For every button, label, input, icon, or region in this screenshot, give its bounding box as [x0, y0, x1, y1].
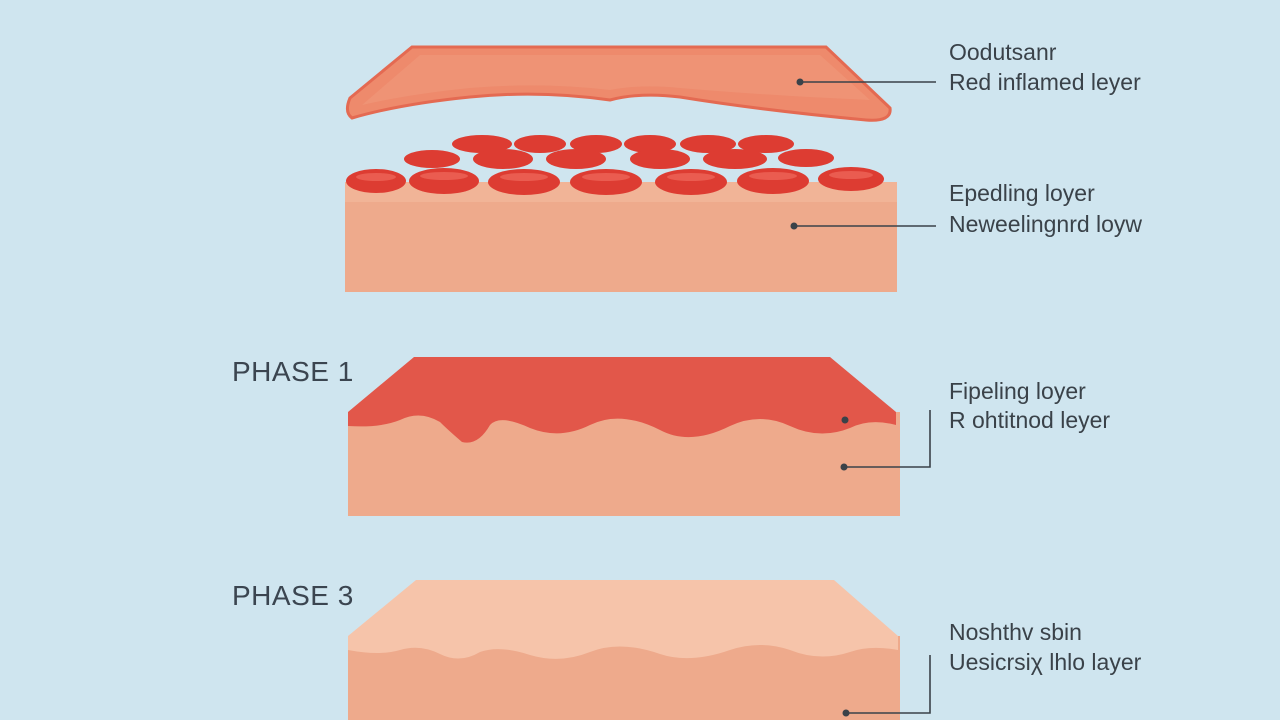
- leader-lines: [794, 81, 936, 714]
- pointer-dot: [796, 78, 804, 86]
- cells-label-line2: Neweelingnrd loyw: [949, 211, 1143, 237]
- red-cell: [655, 169, 727, 195]
- red-cell: [570, 169, 642, 195]
- red-cell: [737, 168, 809, 194]
- red-cell: [409, 168, 479, 194]
- phase-3-heading: PHASE 3: [232, 580, 354, 611]
- red-cell: [738, 135, 794, 153]
- red-cell: [452, 135, 512, 153]
- red-blood-cells: [346, 135, 884, 195]
- phase3-label-line1: Noshthv sbin: [949, 619, 1082, 645]
- pointer-dot: [790, 222, 798, 230]
- top-label-line2: Red inflamed leyer: [949, 69, 1141, 95]
- red-cell: [624, 135, 676, 153]
- red-cell: [546, 149, 606, 169]
- phase1-label-line1: Fipeling loyer: [949, 378, 1086, 404]
- phase1-red-layer: [348, 357, 896, 443]
- red-cell: [514, 135, 566, 153]
- red-cell: [404, 150, 460, 168]
- red-cell: [703, 149, 767, 169]
- top-label-line1: Oodutsanr: [949, 39, 1057, 65]
- red-cell: [778, 149, 834, 167]
- red-cell: [488, 169, 560, 195]
- phase-1-heading: PHASE 1: [232, 356, 354, 387]
- red-cell: [630, 149, 690, 169]
- phase3-top-layer: [348, 580, 898, 659]
- phase3-label-line2: Uesicrsiχ lhlo layer: [949, 649, 1142, 675]
- red-cell: [570, 135, 622, 153]
- pointer-dot: [842, 709, 850, 717]
- red-cell: [473, 149, 533, 169]
- cells-label-line1: Epedling loyer: [949, 180, 1095, 206]
- pointer-dot: [840, 463, 848, 471]
- pointer-dot: [841, 416, 849, 424]
- phase1-label-line2: R ohtitnod leyer: [949, 407, 1111, 433]
- red-cell: [680, 135, 736, 153]
